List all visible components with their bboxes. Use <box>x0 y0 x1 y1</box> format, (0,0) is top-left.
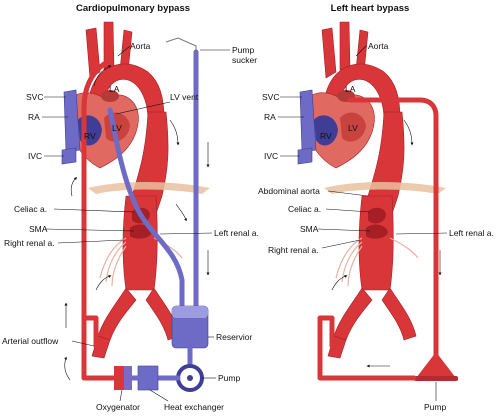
label-celiac: Celiac a. <box>288 204 321 214</box>
leader-aorta <box>355 45 367 57</box>
heat-exchanger <box>137 365 159 391</box>
label-sma: SMA <box>29 224 48 234</box>
leader-celiac <box>53 208 135 213</box>
diaphragm <box>324 182 446 194</box>
lv-vent-line <box>107 107 185 309</box>
leader-right-renal <box>57 239 125 244</box>
label-sma: SMA <box>300 224 319 234</box>
leader-aorta <box>117 45 131 57</box>
leader-left-renal <box>159 232 213 235</box>
svc-ra <box>299 89 317 153</box>
label-left-renal: Left renal a. <box>214 228 259 238</box>
arterial-return-line <box>81 61 117 381</box>
label-left-renal: Left renal a. <box>449 228 494 238</box>
label-rv: RV <box>320 131 332 141</box>
renal-branches <box>99 237 183 287</box>
renal-branches <box>335 237 419 287</box>
ivc-vein <box>61 147 77 165</box>
label-lv: LV <box>112 123 122 133</box>
label-aorta: Aorta <box>368 41 389 51</box>
label-right-renal: Right renal a. <box>268 245 319 255</box>
reservoir-top <box>172 306 208 318</box>
sma-artery <box>366 224 388 239</box>
left-ventricle <box>340 112 366 142</box>
label-svc: SVC <box>262 92 279 102</box>
label-lv-vent: LV vent <box>170 92 199 102</box>
left-atrium <box>101 90 119 102</box>
left-iliac <box>145 287 181 341</box>
right-ventricle <box>314 115 338 146</box>
label-celiac: Celiac a. <box>14 204 47 214</box>
leader-arterial-outflow <box>71 340 95 347</box>
leader-heat-exchanger <box>149 389 169 402</box>
leader-left-renal <box>395 232 448 235</box>
carotid-artery <box>339 21 351 71</box>
pump-sucker-tip <box>165 37 197 52</box>
flow-arrow <box>93 65 112 87</box>
flow-arrow <box>175 203 187 222</box>
svc-ra <box>63 89 81 153</box>
heart <box>303 92 375 169</box>
label-ra: RA <box>264 112 276 122</box>
right-panel-title: Left heart bypass <box>331 3 410 14</box>
label-rv: RV <box>84 131 96 141</box>
brachiocephalic-artery <box>321 27 337 79</box>
centrifugal-pump <box>416 352 456 378</box>
label-pump: Pump <box>218 373 240 383</box>
femoral-return-line <box>317 315 417 381</box>
la-drainage-line <box>347 97 439 375</box>
leader-lv-vent <box>115 101 171 115</box>
leader-oxygenator <box>119 389 123 402</box>
leader-celiac <box>325 208 371 213</box>
left-iliac <box>381 287 417 341</box>
femoral-cannula <box>81 315 99 349</box>
leader-sma <box>45 228 135 232</box>
flow-arrow <box>331 275 348 291</box>
right-iliac <box>333 287 373 341</box>
label-arterial-outflow: Arterial outflow <box>2 336 59 346</box>
flow-arrow <box>403 119 414 146</box>
label-oxygenator: Oxygenator <box>96 402 140 412</box>
label-lv: LV <box>348 123 358 133</box>
label-pump: Pump <box>424 402 446 412</box>
label-ivc: IVC <box>28 151 42 161</box>
label-ivc: IVC <box>264 151 278 161</box>
celiac-artery <box>368 207 386 224</box>
label-la: LA <box>109 84 120 94</box>
left-panel: Cardiopulmonary bypass <box>2 3 259 412</box>
leader-sma <box>317 228 371 232</box>
diaphragm <box>88 182 210 194</box>
right-iliac <box>97 287 137 341</box>
label-right-renal: Right renal a. <box>4 238 55 248</box>
left-panel-title: Cardiopulmonary bypass <box>76 3 190 14</box>
flow-arrow <box>70 176 78 197</box>
right-panel: Left heart bypass <box>258 3 494 412</box>
flow-arrow <box>95 275 112 291</box>
roller-pump-hub <box>187 375 193 381</box>
label-la: LA <box>345 84 356 94</box>
leader-abdominal-aorta <box>327 190 369 197</box>
flow-arrow <box>64 356 71 381</box>
label-ra: RA <box>28 112 40 122</box>
label-reservior: Reservior <box>216 332 253 342</box>
label-heat-exchanger: Heat exchanger <box>164 402 224 412</box>
flow-arrow <box>169 119 180 146</box>
leader-right-renal <box>321 239 361 249</box>
oxygenator <box>114 366 124 390</box>
label-svc: SVC <box>26 92 43 102</box>
label-abdominal-aorta: Abdominal aorta <box>258 186 320 196</box>
sma-artery <box>130 224 152 239</box>
pump-base <box>414 376 458 381</box>
label-aorta: Aorta <box>130 41 151 51</box>
ivc-vein <box>297 147 313 165</box>
